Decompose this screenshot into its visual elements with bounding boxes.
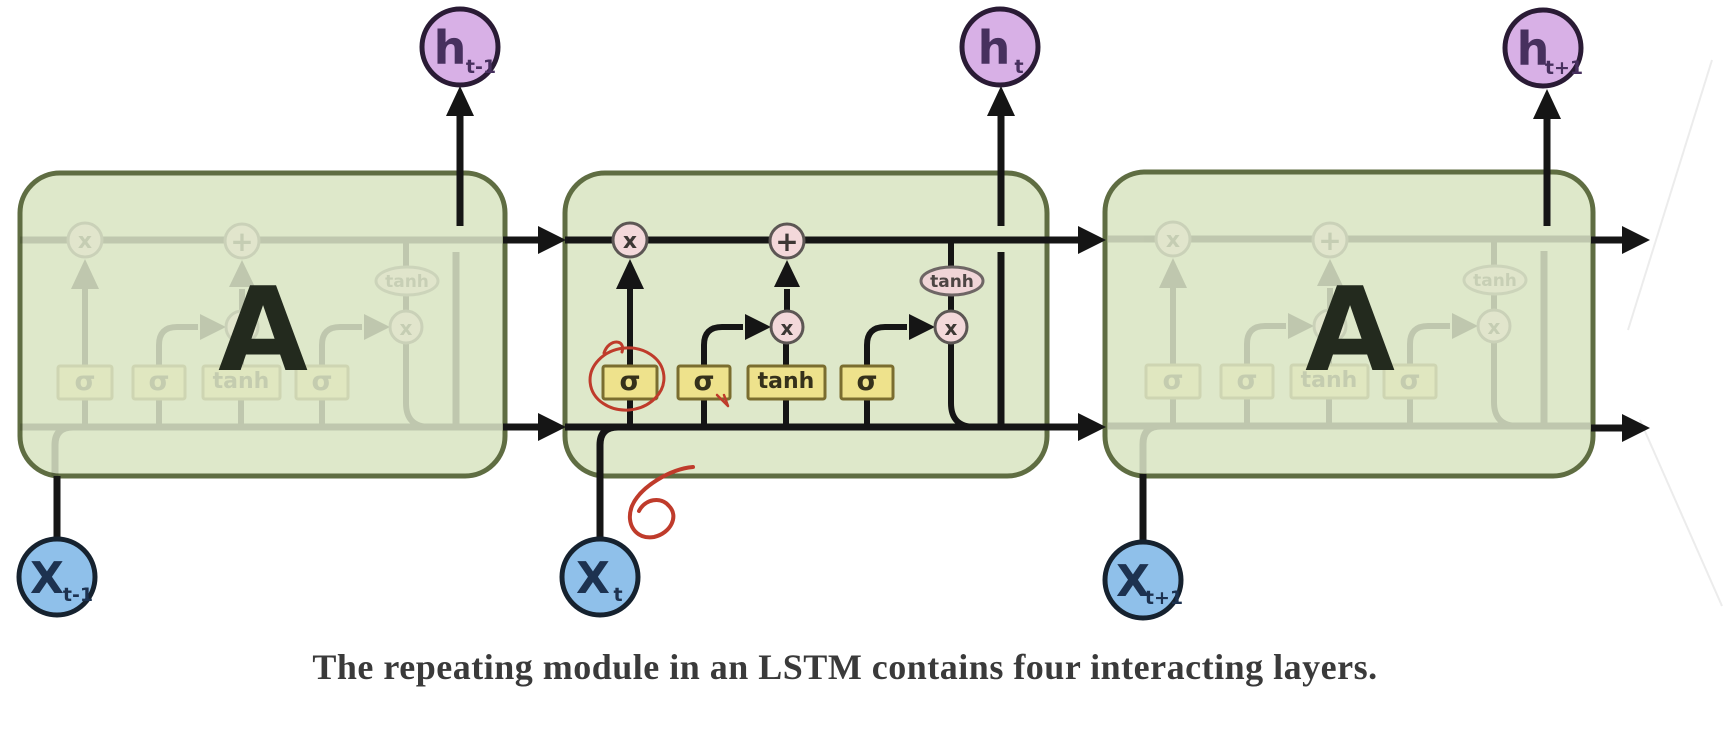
red-sigma-scribble [627, 465, 695, 540]
arrowhead [987, 86, 1015, 116]
module-middle [562, 170, 1050, 479]
x-next-base: X [1116, 556, 1150, 607]
red-tick-mark [715, 393, 730, 408]
hidden-state-nodes: h t-1 h t h t+1 [419, 6, 1584, 89]
x-prev-node [16, 536, 98, 618]
input-stems [53, 474, 1147, 543]
h-current-node [959, 6, 1041, 88]
x-prev-subscript: t-1 [63, 584, 93, 606]
h-current-base: h [978, 21, 1011, 75]
module-right: A [1102, 169, 1596, 479]
module-right-label: A [1305, 263, 1395, 398]
h-prev-base: h [434, 21, 467, 75]
module-left: A [20, 170, 508, 476]
arrowhead [1533, 89, 1561, 119]
arrowhead [538, 226, 566, 254]
red-circle-pigtail [602, 340, 625, 355]
x-next-subscript: t+1 [1145, 587, 1183, 609]
h-prev-subscript: t-1 [466, 56, 496, 78]
x-current-subscript: t [613, 584, 622, 606]
arrowhead [538, 413, 566, 441]
x-prev-base: X [30, 553, 64, 604]
arrowhead [1078, 226, 1106, 254]
background-artifact-line [1627, 59, 1713, 331]
state-flow-arrows [503, 226, 1650, 442]
background-artifact-line [1639, 419, 1723, 607]
module-right-box [1102, 169, 1596, 479]
arrowhead [1622, 226, 1650, 254]
h-current-subscript: t [1014, 56, 1023, 78]
h-next-node [1502, 7, 1584, 89]
h-prev-node [419, 6, 501, 88]
figure-caption: The repeating module in an LSTM contains… [312, 647, 1378, 687]
h-next-subscript: t+1 [1545, 57, 1583, 79]
input-nodes: X t-1 X t X t+1 [16, 536, 1184, 621]
arrowhead [1622, 414, 1650, 442]
module-left-label: A [218, 263, 308, 398]
handwritten-annotations [588, 340, 730, 540]
arrowhead [446, 86, 474, 116]
module-middle-box [562, 170, 1050, 479]
x-current-base: X [576, 553, 610, 604]
x-current-node [559, 536, 641, 618]
hidden-output-arrows [446, 86, 1561, 226]
arrowhead [1078, 413, 1106, 441]
h-next-base: h [1517, 22, 1550, 76]
x-next-node [1102, 539, 1184, 621]
